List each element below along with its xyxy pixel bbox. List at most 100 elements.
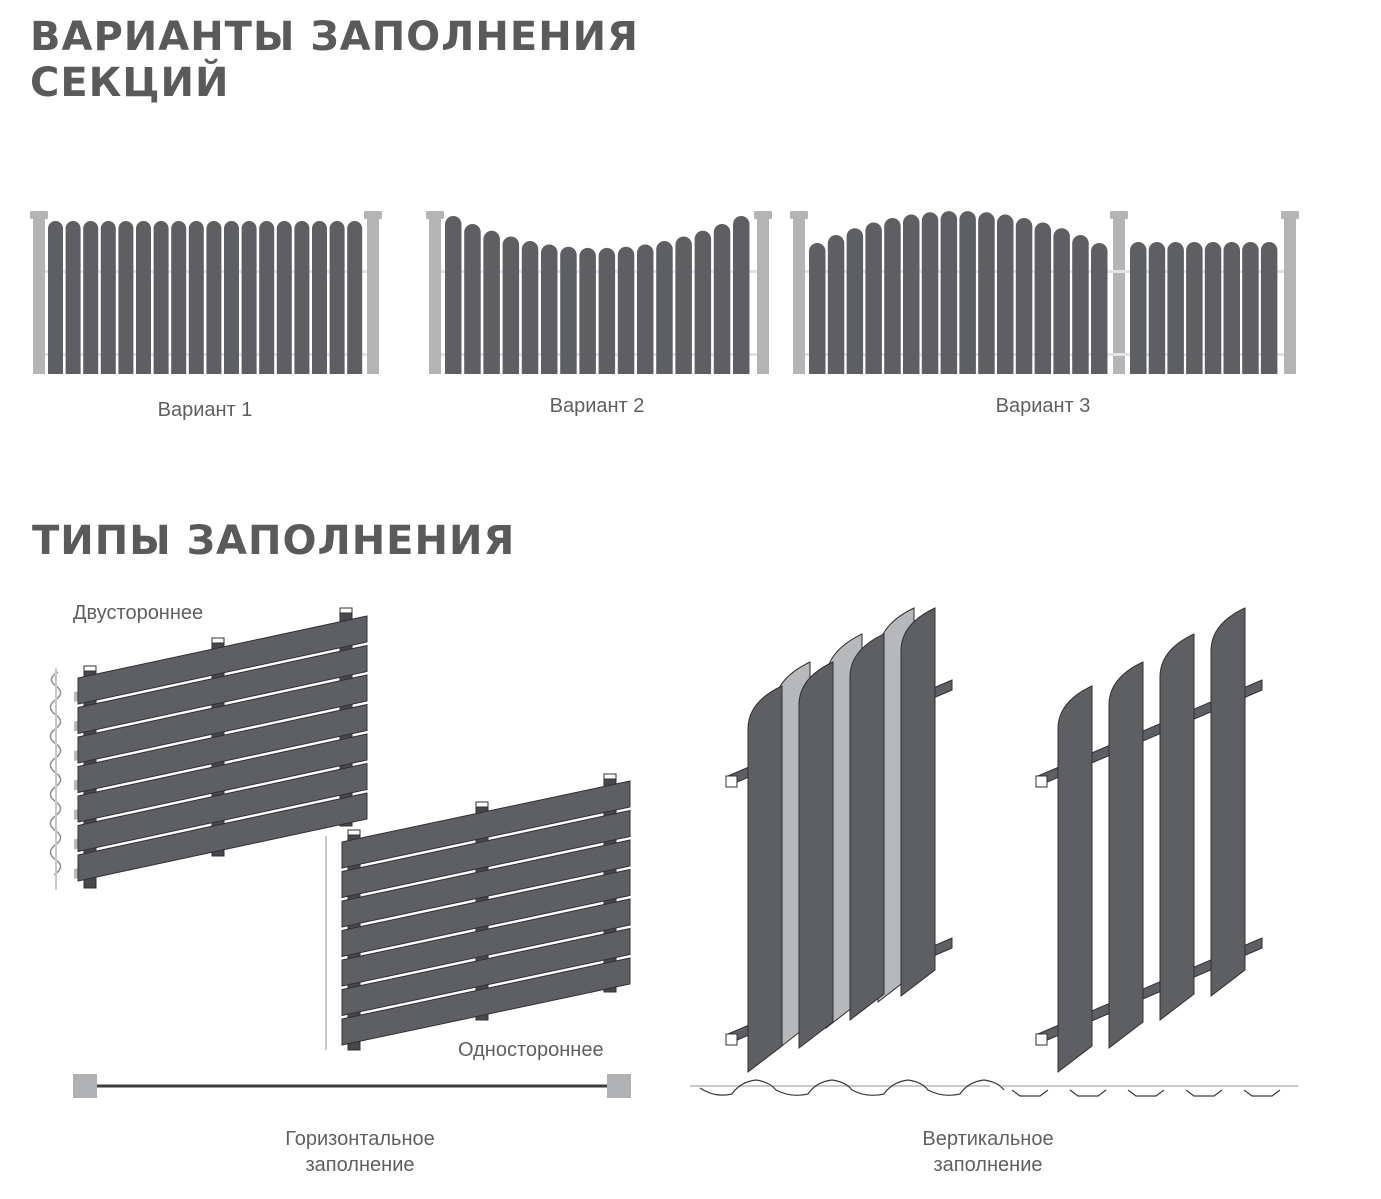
variant-2-label: Вариант 2 (549, 395, 645, 417)
profile-trap-right (1011, 1089, 1049, 1097)
picket (312, 221, 327, 374)
picket (1148, 242, 1166, 374)
picket (978, 212, 995, 374)
post-right (1284, 218, 1296, 374)
board (341, 839, 631, 928)
picket (83, 221, 99, 374)
picket (827, 235, 845, 374)
picket (1223, 242, 1240, 374)
post-right (367, 218, 379, 374)
post-left-cap (790, 211, 808, 219)
picket (483, 230, 500, 374)
title-line-2: СЕКЦИЙ (30, 60, 230, 106)
vertical-single-sided-fence (1035, 607, 1263, 1074)
picket (997, 214, 1014, 374)
profile-trap-right (1243, 1089, 1281, 1097)
vertical-double-sided-fence (725, 607, 953, 1074)
rail-bottom (45, 353, 367, 356)
rail-bottom-end (1035, 1033, 1048, 1046)
board (77, 644, 368, 735)
upright-cap (211, 637, 225, 644)
picket (560, 246, 577, 374)
board (341, 780, 631, 869)
vertical-filling-label: Вертикальное заполнение (858, 1126, 1118, 1178)
post-right (757, 218, 769, 374)
picket (598, 247, 616, 374)
double-sided-label: Двустороннее (73, 602, 204, 624)
picket (675, 236, 692, 374)
front-picket (849, 633, 885, 1022)
horizontal-label-line-1: Горизонтальное (285, 1128, 435, 1150)
horizontal-single-sided-fence (325, 773, 631, 1051)
horizontal-label-line-2: заполнение (305, 1154, 415, 1176)
picket (809, 243, 826, 374)
picket (241, 221, 257, 374)
picket (329, 221, 345, 374)
picket (171, 221, 187, 374)
picket (617, 246, 635, 374)
picket (1204, 242, 1222, 374)
dimension-line (73, 1074, 631, 1098)
post-right-cap (1281, 211, 1299, 219)
picket (1108, 661, 1144, 1050)
horizontal-filling-label: Горизонтальное заполнение (230, 1126, 490, 1178)
picket (276, 221, 292, 374)
rail-bottom-end (725, 1033, 738, 1046)
board (77, 762, 368, 853)
picket (1242, 242, 1259, 374)
picket (136, 221, 151, 374)
rail-top (45, 270, 367, 273)
board (77, 615, 368, 705)
picket (903, 214, 920, 374)
picket (188, 221, 204, 374)
upright-cap (339, 607, 353, 614)
board (77, 703, 368, 794)
rail-top-end (725, 775, 738, 788)
picket (153, 221, 169, 374)
picket (1072, 235, 1089, 374)
picket (865, 222, 882, 374)
variant-1-label: Вариант 1 (157, 399, 253, 421)
post-left (429, 218, 441, 374)
board (341, 957, 631, 1046)
board (341, 868, 631, 958)
picket (884, 217, 901, 374)
fence-variant-2 (426, 211, 772, 374)
dimension-end-left (73, 1074, 97, 1098)
picket (464, 223, 481, 374)
front-picket (798, 661, 834, 1050)
board (341, 898, 631, 987)
picket (521, 241, 539, 374)
picket (637, 244, 654, 374)
post-left-cap (30, 211, 48, 219)
picket (733, 216, 750, 374)
picket (959, 211, 976, 374)
picket (1015, 217, 1033, 374)
picket (445, 216, 462, 374)
picket (713, 223, 731, 374)
picket (347, 221, 363, 374)
horizontal-double-sided-fence (49, 607, 368, 890)
upright-cap (475, 801, 489, 808)
upright-cap (83, 665, 97, 672)
picket (541, 244, 558, 374)
picket (1053, 228, 1070, 374)
picket (224, 221, 239, 374)
post-middle-cap (1110, 211, 1128, 219)
title-line-1: ВАРИАНТЫ ЗАПОЛНЕНИЯ (30, 14, 639, 60)
profile-trap-right (1185, 1089, 1223, 1097)
picket (921, 212, 939, 374)
picket (502, 236, 520, 374)
board (341, 809, 631, 899)
picket (100, 221, 116, 374)
picket (1167, 242, 1184, 374)
post-right-cap (754, 211, 772, 219)
picket-profile-sections (690, 1079, 1298, 1097)
upright-cap (603, 773, 617, 780)
fence-variant-3 (790, 211, 1299, 374)
picket (1159, 633, 1195, 1022)
profile-wave-left (699, 1079, 1005, 1096)
section-title-types: ТИПЫ ЗАПОЛНЕНИЯ (32, 518, 516, 564)
post-right-cap (364, 211, 382, 219)
